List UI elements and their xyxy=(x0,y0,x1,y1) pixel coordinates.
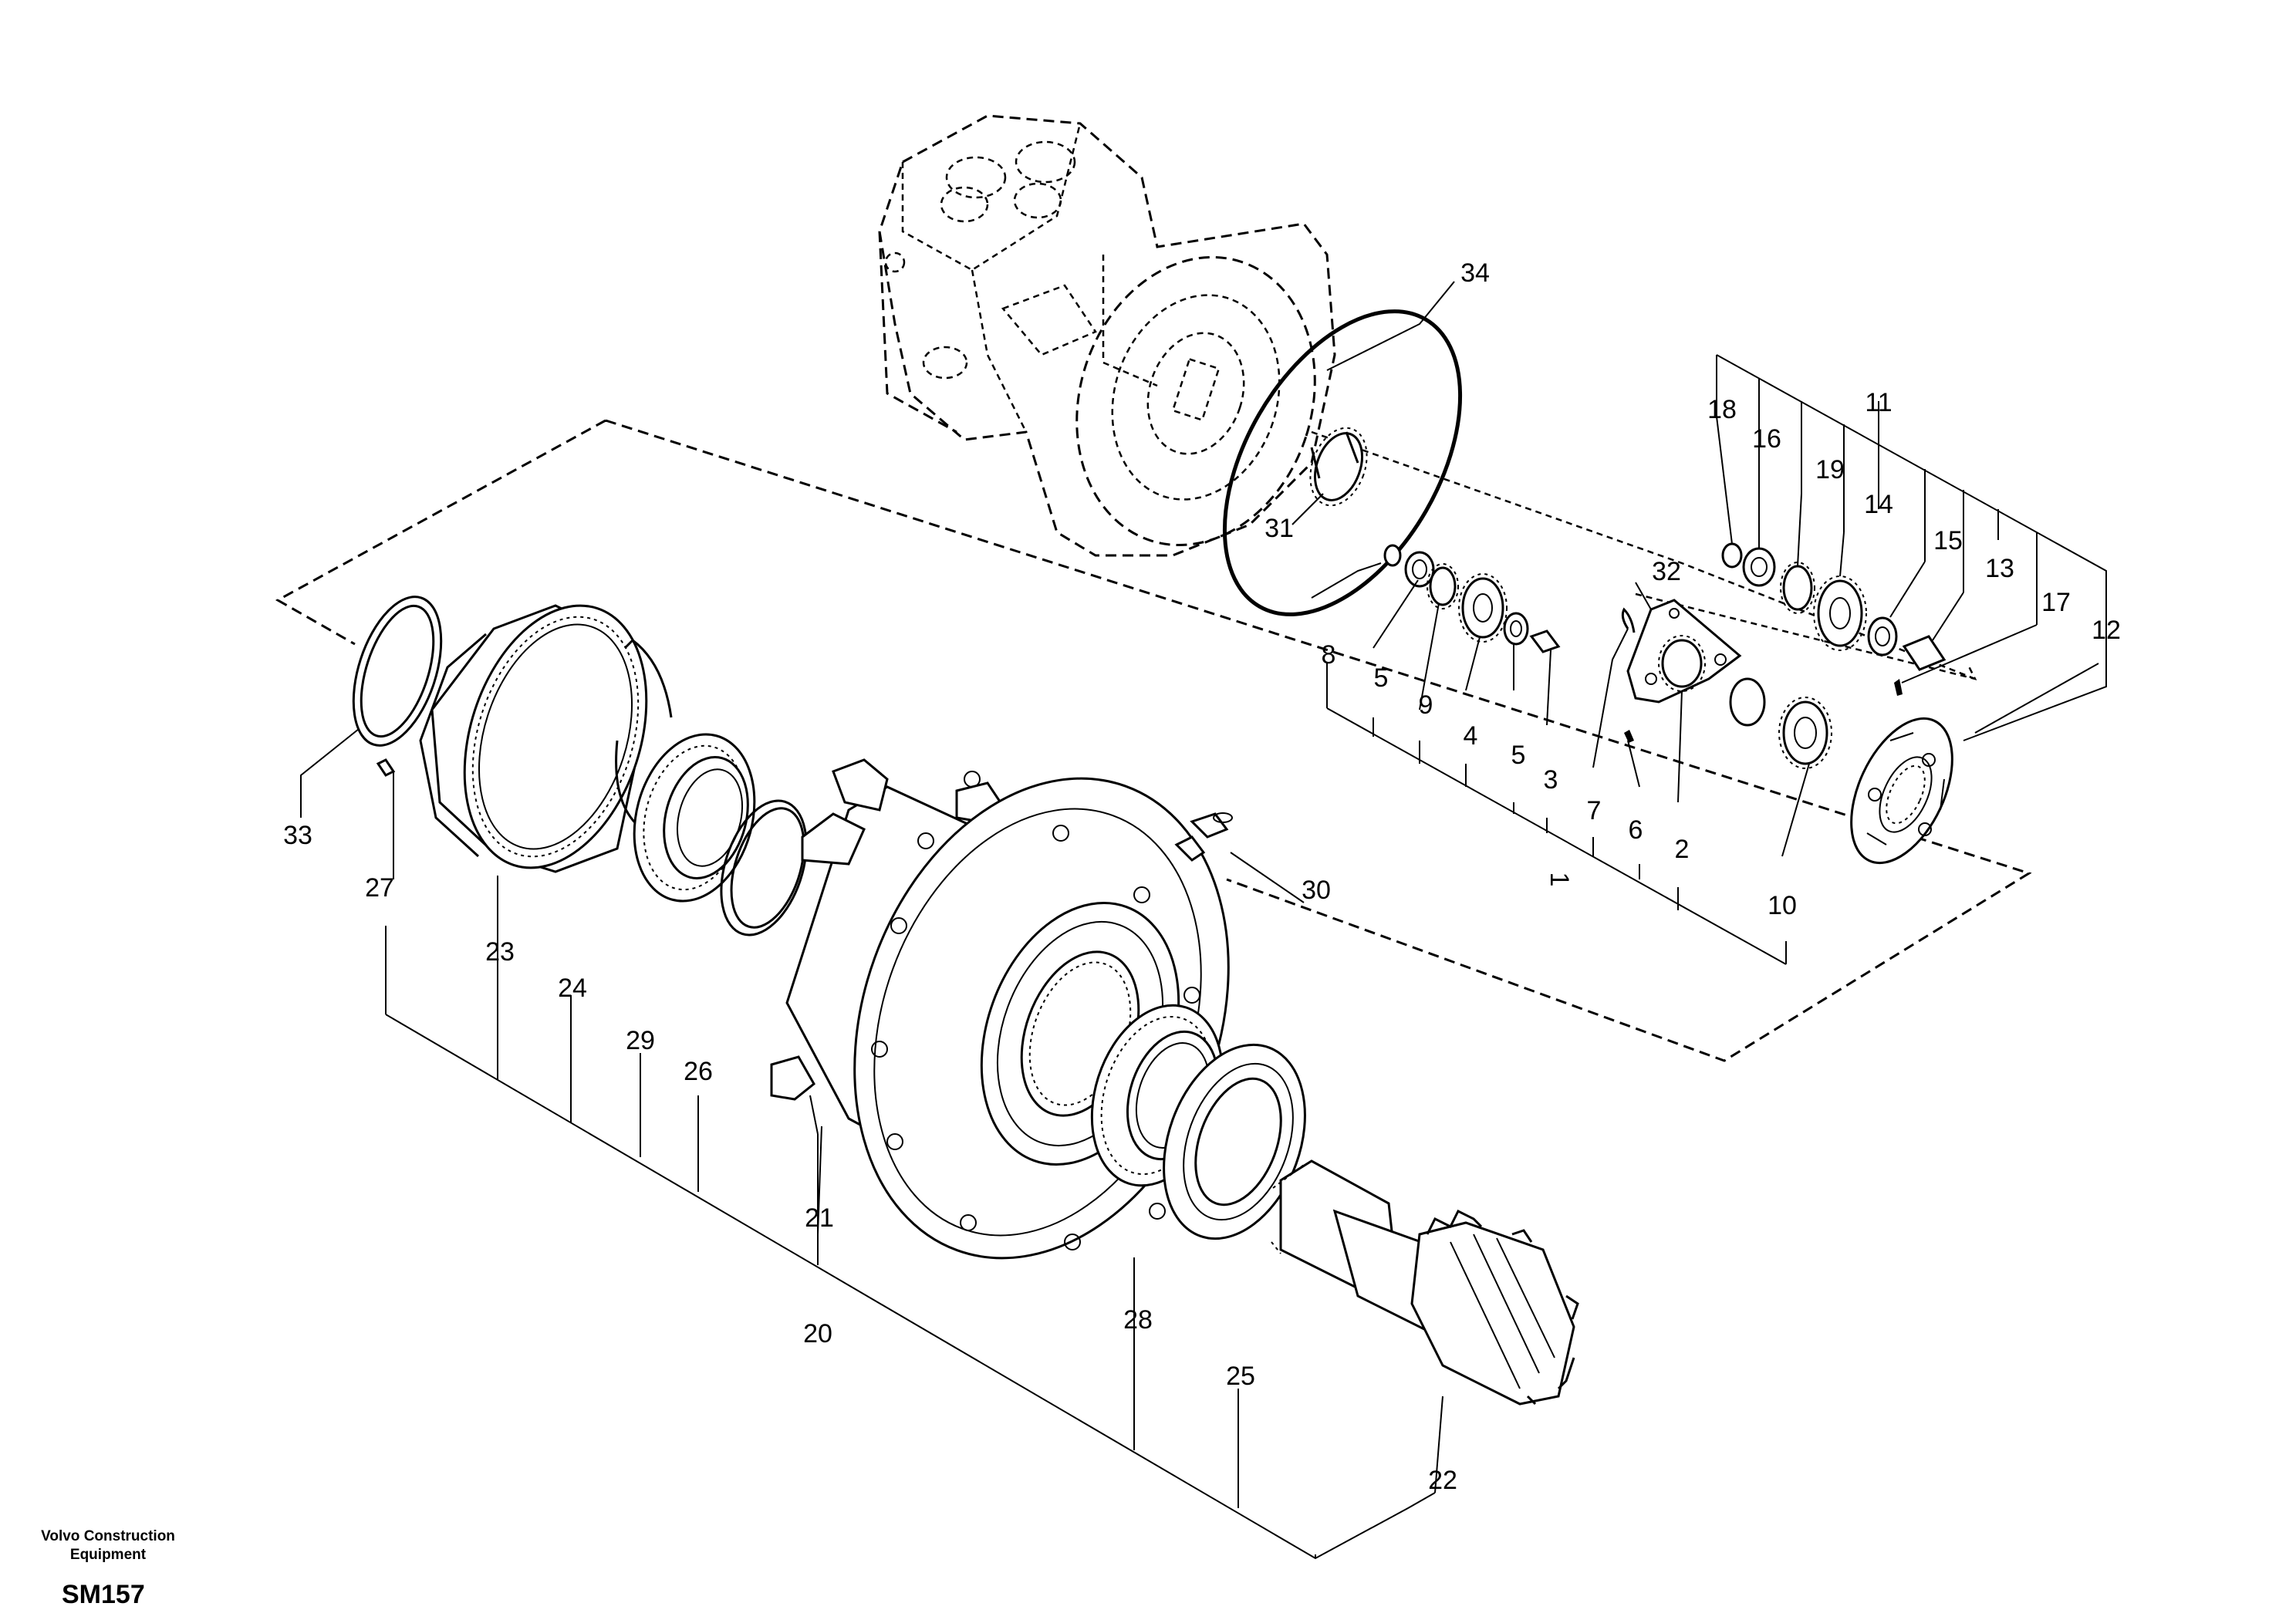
part-label: 23 xyxy=(485,937,515,967)
planet-gear-10 xyxy=(1778,697,1832,769)
part-label: 22 xyxy=(1428,1466,1457,1495)
planet-gear-set-2 xyxy=(1721,542,1947,696)
o-ring-large xyxy=(1222,309,1463,616)
part-label: 2 xyxy=(1675,835,1690,864)
part-label: 32 xyxy=(1652,557,1681,586)
part-label: 17 xyxy=(2041,588,2071,617)
part-label: 12 xyxy=(2092,616,2121,645)
planet-gear-set-1 xyxy=(1383,544,1561,653)
part-label: 34 xyxy=(1460,258,1490,288)
part-label: 10 xyxy=(1768,891,1797,920)
part-label: 5 xyxy=(1511,741,1526,770)
part-label: 26 xyxy=(684,1057,713,1086)
part-label: 7 xyxy=(1587,796,1602,825)
part-label: 3 xyxy=(1544,765,1558,795)
assembly-axis xyxy=(1311,430,1976,680)
part-labels: 30 1 2 3 4 5 5 6 7 8 9 10 11 12 13 14 15… xyxy=(283,258,2121,1495)
part-label: 8 xyxy=(1322,640,1336,670)
part-label: 25 xyxy=(1226,1362,1255,1391)
part-label: 5 xyxy=(1374,663,1389,693)
part-label: 18 xyxy=(1707,395,1737,424)
company-name: Volvo Construction Equipment xyxy=(41,1528,175,1563)
motor-housing-outline xyxy=(878,114,1336,557)
part-label: 1 xyxy=(1545,872,1574,887)
assembly-axis-upper xyxy=(1635,592,1977,680)
output-shaft-pinion xyxy=(1271,1159,1579,1406)
part-label: 21 xyxy=(805,1203,834,1233)
part-label: 30 xyxy=(1302,876,1331,905)
plug-30 xyxy=(1174,812,1233,862)
retaining-ring-33 xyxy=(352,596,443,747)
part-label: 20 xyxy=(803,1319,832,1348)
drawing-code: SM157 xyxy=(62,1580,145,1609)
leader-lines xyxy=(300,281,2107,1560)
pin-27 xyxy=(376,758,396,777)
part-label: 11 xyxy=(1865,388,1892,417)
assembly-enclosure xyxy=(275,419,2032,1062)
part-label: 14 xyxy=(1864,490,1893,519)
part-label: 33 xyxy=(283,821,312,850)
seal-26 xyxy=(720,799,808,937)
planet-carrier-small xyxy=(1621,599,1766,743)
part-label: 28 xyxy=(1123,1305,1153,1335)
sun-gear xyxy=(1309,427,1368,507)
part-label: 24 xyxy=(558,974,587,1003)
part-label: 4 xyxy=(1464,721,1478,751)
part-label: 15 xyxy=(1933,526,1963,555)
part-label: 16 xyxy=(1752,424,1781,454)
part-label: 19 xyxy=(1815,455,1845,484)
part-label: 29 xyxy=(626,1026,655,1055)
part-label: 13 xyxy=(1985,554,2014,583)
part-label: 27 xyxy=(365,873,394,903)
planet-carrier-plate xyxy=(1850,717,1953,865)
part-label: 9 xyxy=(1419,690,1433,720)
part-label: 31 xyxy=(1264,514,1294,543)
seal-25 xyxy=(1163,1043,1306,1240)
part-label: 6 xyxy=(1629,815,1643,845)
ring-gear xyxy=(419,604,648,873)
bearing-29 xyxy=(633,733,756,903)
